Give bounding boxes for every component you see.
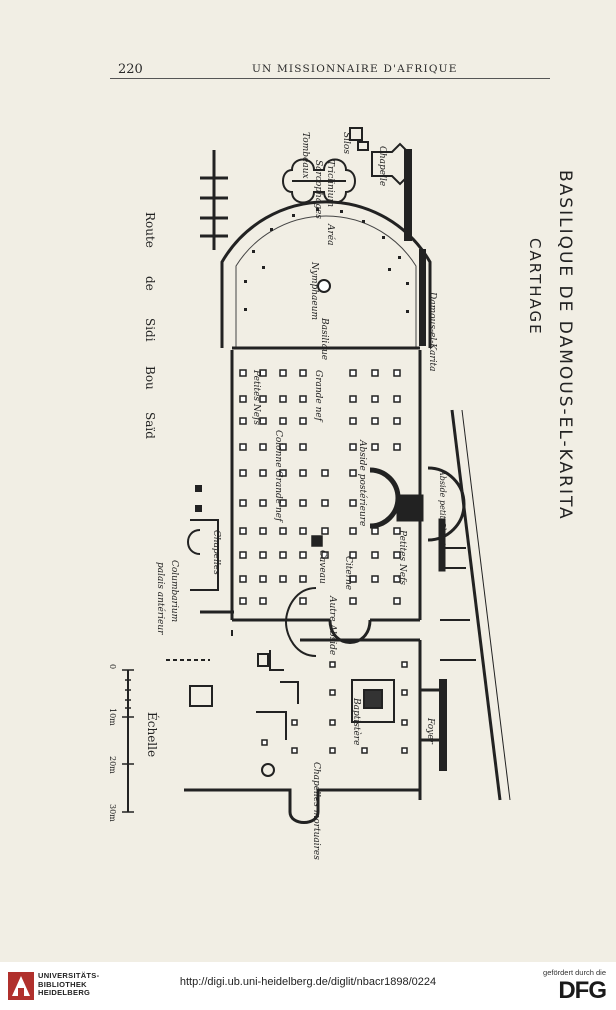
label-chapelles-mortuaires-1: Chapelles mortuaires	[311, 762, 321, 860]
label-foyer: Foyer	[425, 717, 435, 745]
road-word-route: Route	[143, 212, 157, 248]
book-page: 220 UN MISSIONNAIRE D'AFRIQUE BASILIQUE …	[0, 0, 616, 962]
lower-complex	[184, 630, 447, 824]
label-palais-anterieur: palais antérieur	[155, 562, 166, 635]
label-autre-abside: Autre Abside	[327, 595, 337, 655]
label-abside-petit-chantre: Abside petit Chantre	[438, 469, 447, 555]
label-chapelle: Chapelle	[377, 146, 387, 186]
road-word-sidi: Sidi	[143, 318, 157, 342]
plan-title: BASILIQUE DE DAMOUS-EL-KARITA	[555, 170, 575, 521]
scale-tick-0: 0	[108, 664, 117, 669]
upper-structures	[200, 127, 426, 346]
university-library-logo	[8, 972, 34, 1000]
label-baptistere: Baptistère	[351, 697, 362, 745]
label-petites-nefs-right: Petites Nefs	[397, 529, 407, 585]
dfg-logo: DFG	[558, 977, 607, 1004]
label-basilique: Basilique	[319, 317, 329, 360]
page-header: 220 UN MISSIONNAIRE D'AFRIQUE	[110, 58, 550, 78]
scale-bar	[122, 669, 134, 813]
label-nymphaeum: Nymphaeum	[309, 261, 319, 320]
area-atrium	[220, 200, 432, 348]
plan-subtitle: CARTHAGE	[526, 238, 544, 336]
digital-copy-link[interactable]: http://digi.ub.uni-heidelberg.de/diglit/…	[179, 976, 437, 988]
road-word-bou: Bou	[143, 366, 157, 390]
left-chapels	[166, 485, 269, 707]
label-caveau: Caveau	[317, 550, 327, 584]
label-damous: Damous-el-Karita	[427, 291, 437, 372]
library-name: UNIVERSITÄTS- BIBLIOTHEK HEIDELBERG	[38, 971, 100, 998]
scale-tick-10: 10m	[108, 708, 117, 726]
label-triclinium: Triclinium	[325, 160, 335, 207]
digitization-footer: UNIVERSITÄTS- BIBLIOTHEK HEIDELBERG http…	[0, 962, 616, 1010]
scale-tick-30: 30m	[108, 804, 117, 822]
label-citerne: Citerne	[343, 556, 353, 590]
library-name-line-1: UNIVERSITÄTS-	[38, 971, 100, 980]
basilica-plan: BASILIQUE DE DAMOUS-EL-KARITA CARTHAGE	[108, 127, 575, 860]
library-name-line-3: HEIDELBERG	[38, 988, 91, 997]
scale-label: Échelle	[145, 712, 160, 757]
funded-by-text: gefördert durch die	[543, 968, 606, 977]
basilica-walls	[230, 346, 466, 657]
label-chapelles-left: Chapelles	[211, 530, 221, 575]
label-petites-nefs-left: Petites Nefs	[251, 369, 261, 425]
running-title: UN MISSIONNAIRE D'AFRIQUE	[252, 63, 458, 75]
header-rule	[110, 78, 550, 79]
label-grande-nef: Grande nef	[313, 370, 323, 423]
column-grid	[239, 369, 401, 605]
label-sarcophages: Sarcophages	[313, 160, 323, 219]
label-area: Aréa	[325, 223, 336, 246]
library-name-line-2: BIBLIOTHEK	[38, 979, 87, 989]
label-abside-posterieure: Abside postérieure	[357, 439, 368, 526]
label-colonne-grande-nef: Colonne Grande nef	[273, 430, 283, 523]
scale-tick-20: 20m	[108, 756, 117, 774]
road-word-de: de	[143, 276, 157, 291]
page-number: 220	[118, 62, 143, 77]
road-line	[440, 409, 511, 801]
road-word-said: Saïd	[143, 412, 157, 439]
label-columbarium: Columbarium	[169, 560, 179, 622]
label-tombeaux: Tombeaux	[300, 132, 310, 179]
label-silos: Silos	[341, 132, 351, 154]
